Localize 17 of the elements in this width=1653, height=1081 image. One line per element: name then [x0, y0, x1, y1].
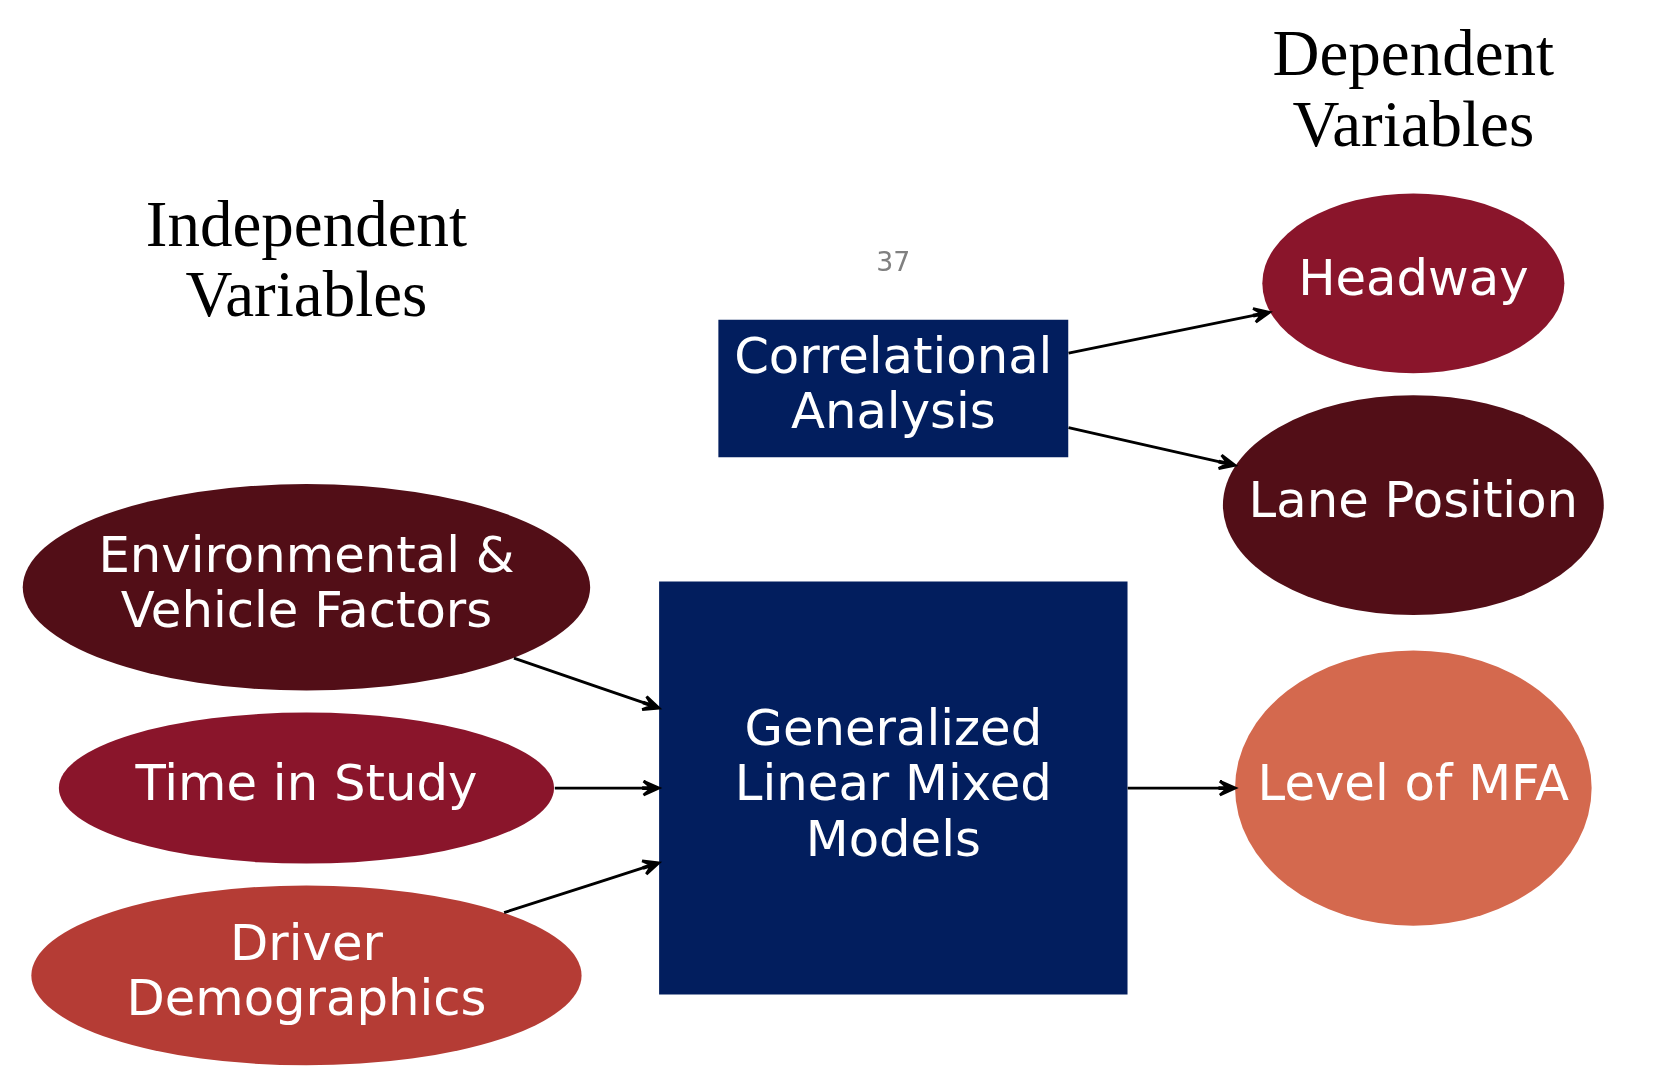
label: Dependent Variables — [1272, 17, 1555, 161]
node-ellipse: Time in Study — [58, 712, 555, 864]
arrow — [554, 779, 661, 797]
node-box: Correlational Analysis — [718, 319, 1069, 458]
node-ellipse: Level of MFA — [1235, 650, 1592, 926]
node-ellipse: Headway — [1262, 193, 1565, 374]
arrow — [1068, 426, 1237, 471]
label: 37 — [876, 246, 911, 278]
node-ellipse: Environmental & Vehicle Factors — [22, 484, 591, 691]
node-ellipse: Lane Position — [1222, 395, 1604, 616]
label: Independent Variables — [145, 187, 468, 331]
node-box: Generalized Linear Mixed Models — [659, 581, 1128, 995]
arrow — [513, 656, 661, 711]
arrow — [1068, 307, 1271, 355]
arrow — [1127, 779, 1237, 797]
node-ellipse: Driver Demographics — [31, 885, 582, 1066]
arrow — [503, 859, 661, 914]
